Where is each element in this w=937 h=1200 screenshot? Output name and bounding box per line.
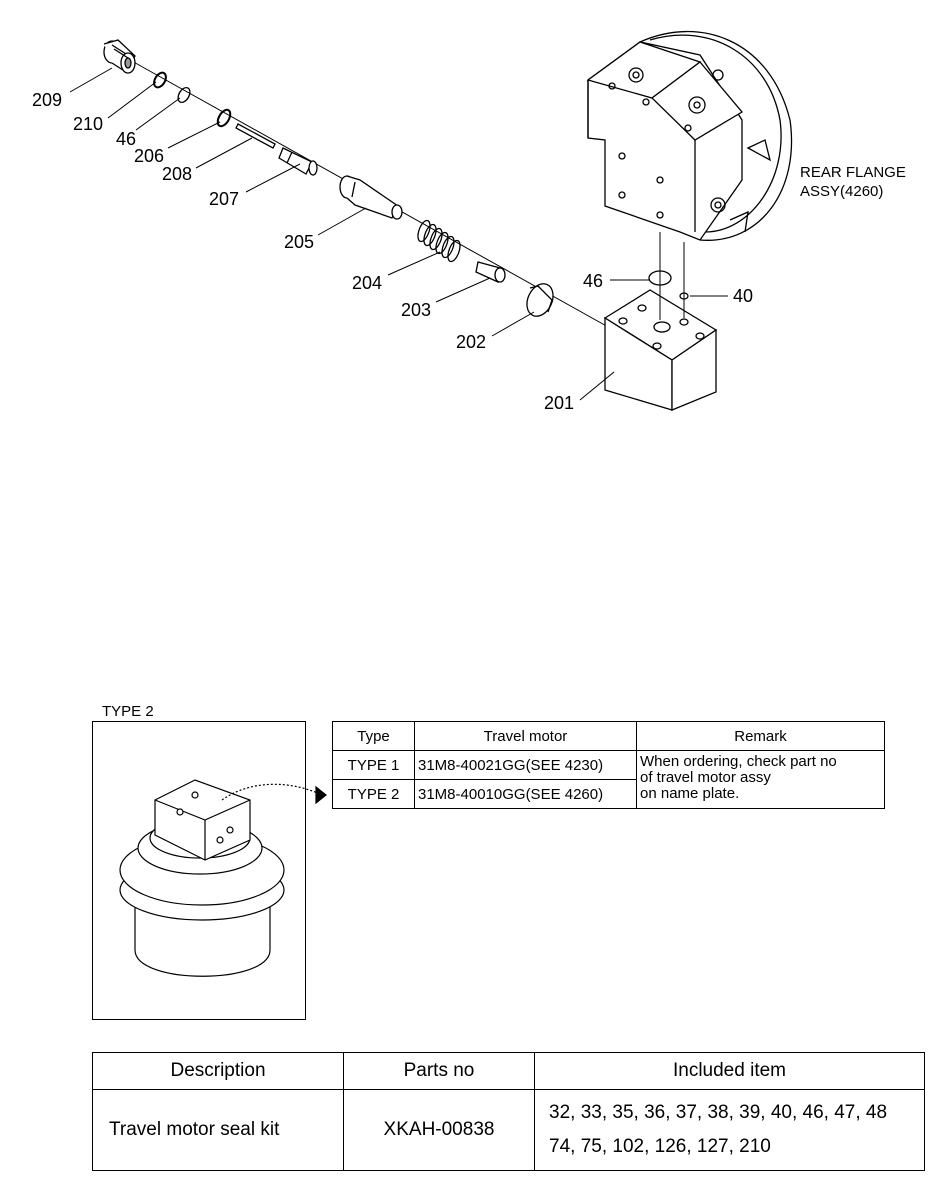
type-figure-frame xyxy=(92,721,306,1020)
description-cell: Travel motor seal kit xyxy=(92,1089,344,1171)
type-header: Type xyxy=(332,721,415,751)
table-row: TYPE 1 31M8-40021GG(SEE 4230) When order… xyxy=(332,750,885,809)
type-table: Type Travel motor Remark TYPE 1 31M8-400… xyxy=(332,721,885,809)
parts-no-cell: XKAH-00838 xyxy=(343,1089,535,1171)
callout-202: 202 xyxy=(456,332,486,352)
callout-210: 210 xyxy=(73,114,103,134)
seal-kit-table: Description Parts no Included item Trave… xyxy=(92,1052,925,1171)
part-208-pin xyxy=(235,123,276,149)
included-items-line: 32, 33, 35, 36, 37, 38, 39, 40, 46, 47, … xyxy=(549,1102,888,1123)
parts-no-header: Parts no xyxy=(343,1052,535,1090)
motor-cell: 31M8-40021GG(SEE 4230) xyxy=(414,750,637,780)
callout-40: 40 xyxy=(733,286,753,306)
part-205-spool xyxy=(339,175,403,220)
table-row: Travel motor seal kit XKAH-00838 32, 33,… xyxy=(92,1089,925,1171)
part-40-oring xyxy=(679,292,689,300)
callout-207: 207 xyxy=(209,189,239,209)
callout-46: 46 xyxy=(116,129,136,149)
remark-cell: When ordering, check part no of travel m… xyxy=(636,750,885,809)
part-209-plug xyxy=(103,39,136,74)
type-figure-label: TYPE 2 xyxy=(102,703,154,720)
callout-46-oring: 46 xyxy=(583,271,603,291)
part-46-ring xyxy=(177,86,191,104)
callout-206: 206 xyxy=(134,146,164,166)
included-items-cell: 32, 33, 35, 36, 37, 38, 39, 40, 46, 47, … xyxy=(534,1089,925,1171)
part-207-spool xyxy=(278,147,318,176)
rear-flange-assembly xyxy=(586,30,793,241)
part-206-oring xyxy=(216,108,232,128)
type-cell: TYPE 2 xyxy=(332,779,415,809)
included-items-line: 74, 75, 102, 126, 127, 210 xyxy=(549,1136,771,1157)
remark-line: of travel motor assy xyxy=(640,769,771,786)
rear-flange-label-line2: ASSY(4260) xyxy=(800,183,883,200)
remark-header: Remark xyxy=(636,721,885,751)
part-210-oring xyxy=(153,71,167,89)
callout-208: 208 xyxy=(162,164,192,184)
type-cell: TYPE 1 xyxy=(332,750,415,780)
remark-line: When ordering, check part no xyxy=(640,753,837,770)
callout-201: 201 xyxy=(544,393,574,413)
callout-205: 205 xyxy=(284,232,314,252)
part-204-spring xyxy=(417,219,461,263)
table-row: TYPE 2 31M8-40010GG(SEE 4260) xyxy=(332,779,885,809)
travel-motor-illustration xyxy=(119,779,327,977)
included-item-header: Included item xyxy=(534,1052,925,1090)
travel-motor-header: Travel motor xyxy=(414,721,637,751)
description-header: Description xyxy=(92,1052,344,1090)
rear-flange-label-line1: REAR FLANGE xyxy=(800,164,906,181)
remark-line: on name plate. xyxy=(640,785,740,802)
motor-cell: 31M8-40010GG(SEE 4260) xyxy=(414,779,637,809)
callout-209: 209 xyxy=(32,90,62,110)
part-202-cap xyxy=(526,283,554,317)
part-201-valve-block xyxy=(603,289,718,411)
part-46-oring-lower xyxy=(648,270,672,286)
callout-204: 204 xyxy=(352,273,382,293)
callout-203: 203 xyxy=(401,300,431,320)
part-203-plunger xyxy=(475,261,506,283)
